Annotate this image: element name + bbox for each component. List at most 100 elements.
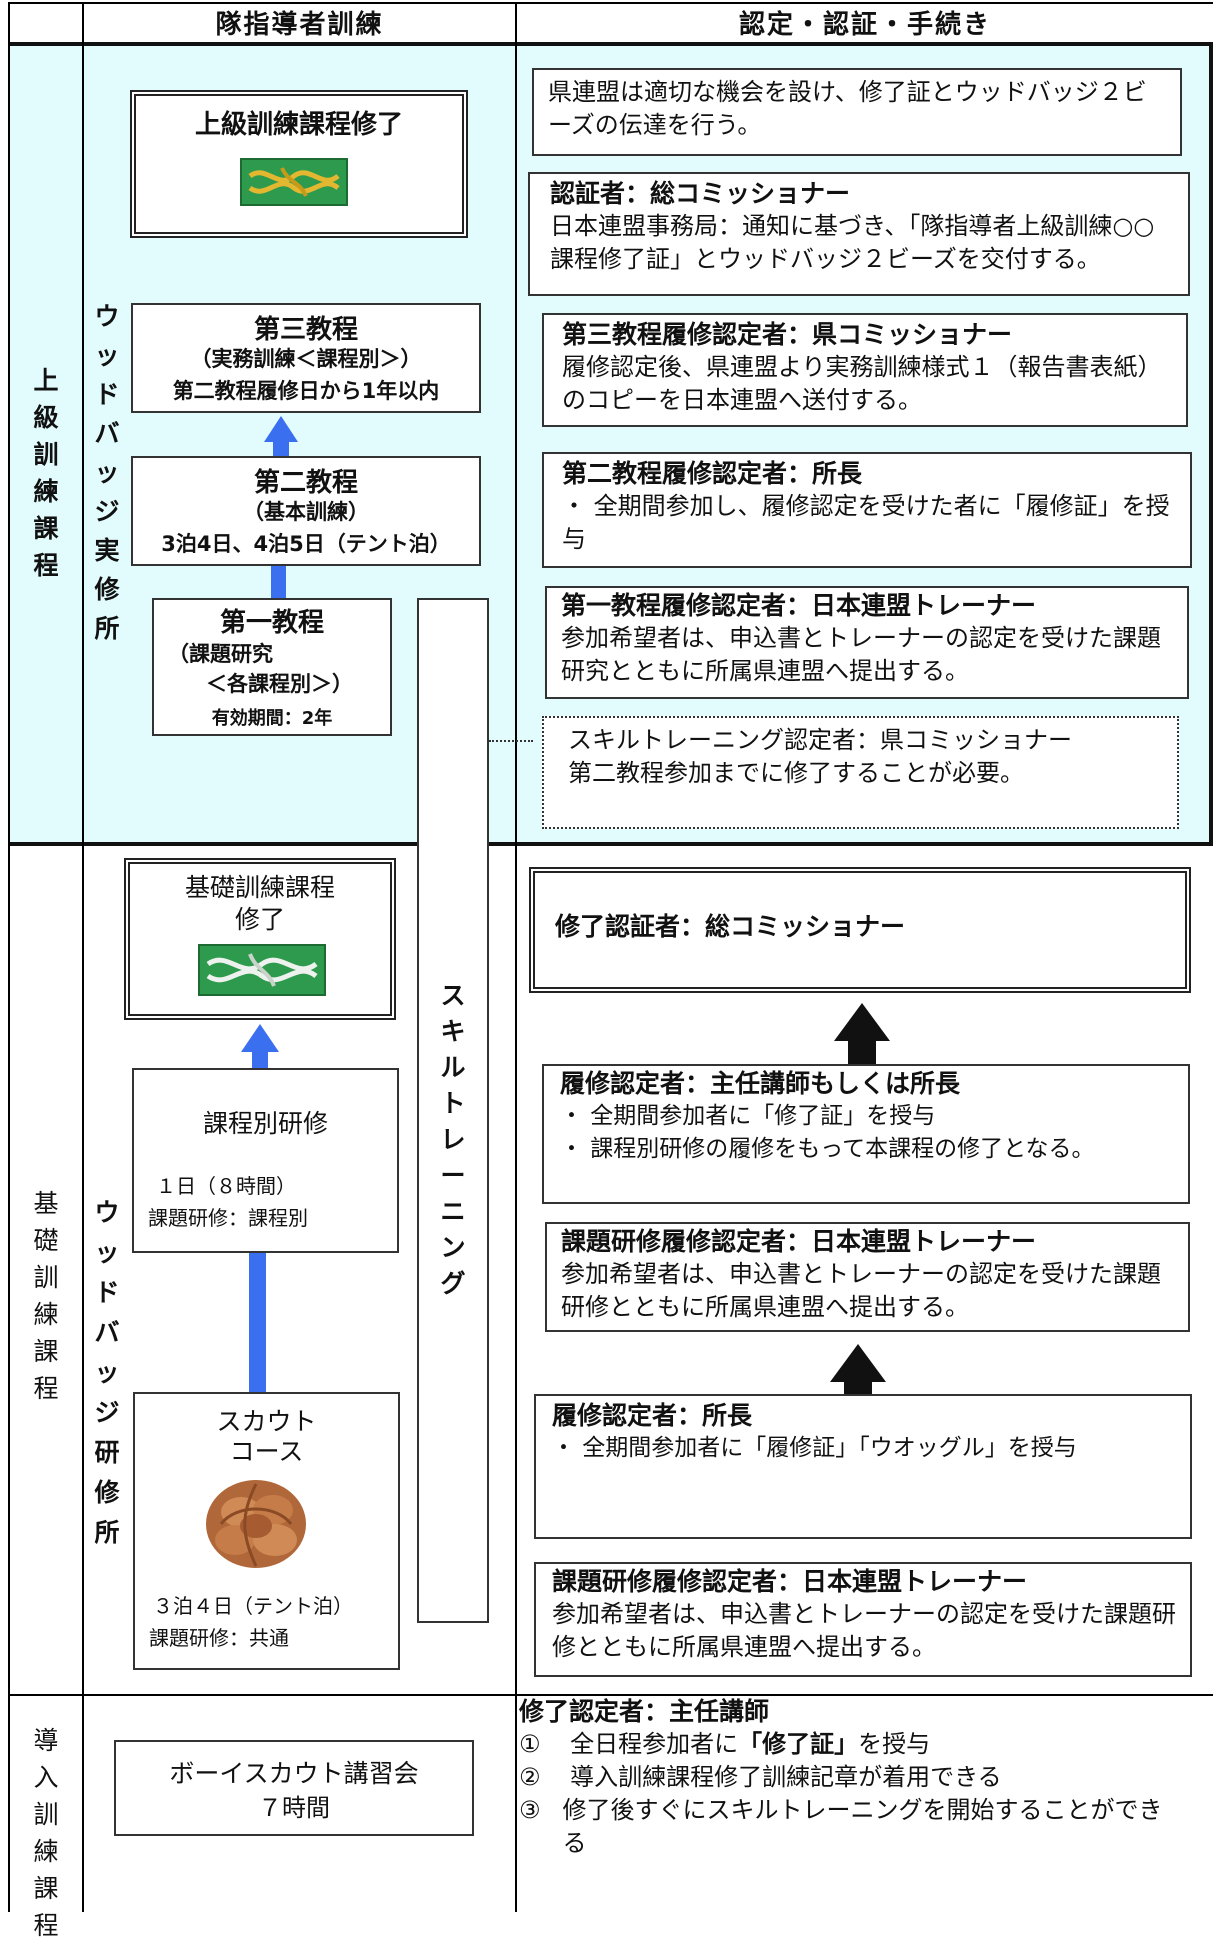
skill-training-box [417, 598, 489, 1623]
scout-course-line3: ３泊４日（テント泊） [153, 1594, 353, 1618]
right-box-1-text: 県連盟は適切な機会を設け、修了証とウッドバッジ２ビーズの伝達を行う。 [548, 78, 1147, 139]
right-box-11: 課題研修履修認定者：日本連盟トレーナー 参加希望者は、申込書とトレーナーの認定を… [534, 1562, 1192, 1677]
basic-complete-line1: 基礎訓練課程 [184, 873, 335, 902]
basic-knot-badge-icon [198, 944, 326, 996]
arrow-black-1-head [834, 1003, 890, 1041]
intro-item-2-text: 導入訓練課程修了訓練記章が着用できる [570, 1763, 1002, 1791]
first-course-note: 有効期間：2年 [211, 708, 333, 729]
right-box-2-title: 認証者：総コミッショナー [550, 179, 851, 208]
first-course-box: 第一教程 （課題研究 ＜各課程別＞） 有効期間：2年 [152, 598, 392, 736]
right-box-6-body: 第二教程参加までに修了することが必要。 [568, 759, 1024, 787]
arrow-scout-to-course-study [249, 1253, 266, 1393]
intro-course-box: ボーイスカウト講習会 ７時間 [114, 1740, 474, 1836]
right-box-10: 履修認定者：所長 ・ 全期間参加者に「履修証」「ウオッグル」を授与 [534, 1394, 1192, 1539]
right-box-5: 第一教程履修認定者：日本連盟トレーナー 参加希望者は、申込書とトレーナーの認定を… [545, 586, 1189, 699]
right-box-8: 履修認定者：主任講師もしくは所長 ・ 全期間参加者に「修了証」を授与 ・ 課程別… [542, 1064, 1190, 1204]
header-right: 認定・認証・手続き [738, 9, 991, 40]
third-course-title: 第三教程 [253, 315, 358, 345]
advanced-complete-box: 上級訓練課程修了 [130, 90, 468, 238]
intro-right-text: 修了認定者：主任講師 ① 全日程参加者に「修了証」を授与 ② 導入訓練課程修了訓… [519, 1696, 1209, 1860]
basic-complete-line2: 修了 [234, 905, 285, 934]
intro-title: 修了認定者：主任講師 [519, 1697, 770, 1726]
first-course-title: 第一教程 [219, 608, 324, 638]
grid-col2 [515, 2, 517, 1912]
grid-col1 [82, 2, 84, 1912]
arrow-second-to-third-head [264, 416, 298, 442]
right-box-4-body: ・ 全期間参加し、履修認定を受けた者に「履修証」を授与 [562, 492, 1170, 553]
intro-item-1-num: ① [519, 1730, 541, 1758]
grid-left-edge [8, 2, 10, 1912]
arrow-course-study-to-complete-head [241, 1024, 279, 1052]
scout-course-box: スカウト コース ３泊４日（テント泊） 課題研修：共通 [133, 1392, 400, 1670]
first-course-sub: （課題研究 [168, 642, 273, 666]
second-course-box: 第二教程 （基本訓練） 3泊4日、4泊5日（テント泊） [131, 456, 481, 566]
intro-item-2-num: ② [519, 1763, 541, 1791]
intro-item-1-post: を授与 [858, 1730, 931, 1758]
grid-header-bottom [8, 42, 1213, 46]
right-box-10-title: 履修認定者：所長 [552, 1401, 753, 1430]
right-box-11-body: 参加希望者は、申込書とトレーナーの認定を受けた課題研修とともに所属県連盟へ提出す… [552, 1600, 1176, 1661]
grid-top [8, 2, 1213, 4]
right-box-8-b2: ・ 課程別研修の履修をもって本課程の修了となる。 [560, 1136, 1095, 1162]
advanced-knot-badge-icon [240, 158, 348, 206]
third-course-sub: （実務訓練＜課程別＞） [190, 347, 422, 371]
skill-connector [489, 740, 533, 742]
second-course-note: 3泊4日、4泊5日（テント泊） [161, 532, 451, 556]
right-box-9-title: 課題研修履修認定者：日本連盟トレーナー [561, 1227, 1037, 1256]
right-box-6-title: スキルトレーニング認定者：県コミッショナー [568, 726, 1072, 754]
intro-item-2: ② 導入訓練課程修了訓練記章が着用できる [519, 1761, 1209, 1794]
section-intro-label: 導入訓練課程 [33, 1726, 59, 1940]
woodbadge-advanced-label: ウッドバッジ実修所 [94, 302, 120, 643]
grid-basic-bottom [8, 1694, 1213, 1696]
right-box-8-title: 履修認定者：主任講師もしくは所長 [560, 1069, 961, 1098]
third-course-note: 第二教程履修日から1年以内 [172, 379, 440, 403]
intro-item-3: ③ 修了後すぐにスキルトレーニングを開始することができる [519, 1794, 1209, 1860]
right-box-4-title: 第二教程履修認定者：所長 [562, 459, 863, 488]
grid-advanced-bottom [8, 842, 1213, 846]
section-advanced-label: 上級訓練課程 [33, 366, 59, 580]
intro-course-line2: ７時間 [258, 1794, 330, 1822]
intro-course-line1: ボーイスカウト講習会 [169, 1759, 419, 1788]
right-box-2: 認証者：総コミッショナー 日本連盟事務局：通知に基づき、「隊指導者上級訓練○○課… [528, 172, 1190, 296]
scout-course-line2: コース [229, 1437, 304, 1466]
right-box-1: 県連盟は適切な機会を設け、修了証とウッドバッジ２ビーズの伝達を行う。 [532, 68, 1182, 156]
right-box-3: 第三教程履修認定者：県コミッショナー 履修認定後、県連盟より実務訓練様式１（報告… [542, 313, 1188, 427]
intro-item-1: ① 全日程参加者に「修了証」を授与 [519, 1728, 1209, 1761]
right-box-5-title: 第一教程履修認定者：日本連盟トレーナー [561, 591, 1037, 620]
scout-course-line1: スカウト [216, 1407, 317, 1436]
woggle-icon [201, 1474, 311, 1574]
course-study-title: 課程別研修 [202, 1109, 328, 1138]
course-study-box: 課程別研修 １日（８時間） 課題研修：課程別 [132, 1068, 399, 1253]
right-box-9-body: 参加希望者は、申込書とトレーナーの認定を受けた課題研修とともに所属県連盟へ提出す… [561, 1260, 1161, 1321]
advanced-complete-label: 上級訓練課程修了 [194, 110, 403, 140]
right-box-8-b1: ・ 全期間参加者に「修了証」を授与 [560, 1103, 936, 1129]
arrow-black-2 [844, 1380, 872, 1396]
intro-item-3-text: 修了後すぐにスキルトレーニングを開始することができる [562, 1796, 1163, 1857]
right-box-4: 第二教程履修認定者：所長 ・ 全期間参加し、履修認定を受けた者に「履修証」を授与 [542, 452, 1192, 568]
header-left: 隊指導者訓練 [215, 9, 384, 40]
first-course-sub2: ＜各課程別＞） [206, 672, 353, 696]
second-course-title: 第二教程 [253, 468, 358, 498]
arrow-black-1 [848, 1038, 876, 1066]
course-study-line1: １日（８時間） [156, 1174, 296, 1198]
arrow-course-study-to-complete [252, 1050, 268, 1070]
skill-training-label: スキルトレーニング [440, 981, 466, 1298]
arrow-black-2-head [830, 1344, 886, 1382]
right-box-7: 修了認証者：総コミッショナー [529, 867, 1191, 993]
right-box-7-title: 修了認証者：総コミッショナー [555, 912, 906, 941]
section-basic-label: 基礎訓練課程 [33, 1189, 59, 1403]
scout-course-line4: 課題研修：共通 [149, 1626, 289, 1650]
right-box-11-title: 課題研修履修認定者：日本連盟トレーナー [552, 1567, 1028, 1596]
basic-complete-box: 基礎訓練課程 修了 [124, 858, 396, 1020]
third-course-box: 第三教程 （実務訓練＜課程別＞） 第二教程履修日から1年以内 [131, 303, 481, 413]
intro-item-1-bold: 「修了証」 [738, 1730, 859, 1758]
right-box-3-body: 履修認定後、県連盟より実務訓練様式１（報告書表紙）のコピーを日本連盟へ送付する。 [562, 353, 1162, 414]
right-box-6: スキルトレーニング認定者：県コミッショナー 第二教程参加までに修了することが必要… [542, 716, 1179, 829]
intro-item-1-pre: 全日程参加者に [570, 1730, 739, 1758]
right-box-9: 課題研修履修認定者：日本連盟トレーナー 参加希望者は、申込書とトレーナーの認定を… [545, 1222, 1190, 1332]
arrow-first-to-second [271, 566, 286, 600]
right-box-3-title: 第三教程履修認定者：県コミッショナー [562, 320, 1013, 349]
intro-item-3-num: ③ [519, 1796, 541, 1824]
right-box-2-body: 日本連盟事務局：通知に基づき、「隊指導者上級訓練○○課程修了証」とウッドバッジ２… [550, 212, 1155, 273]
second-course-sub: （基本訓練） [243, 500, 369, 524]
